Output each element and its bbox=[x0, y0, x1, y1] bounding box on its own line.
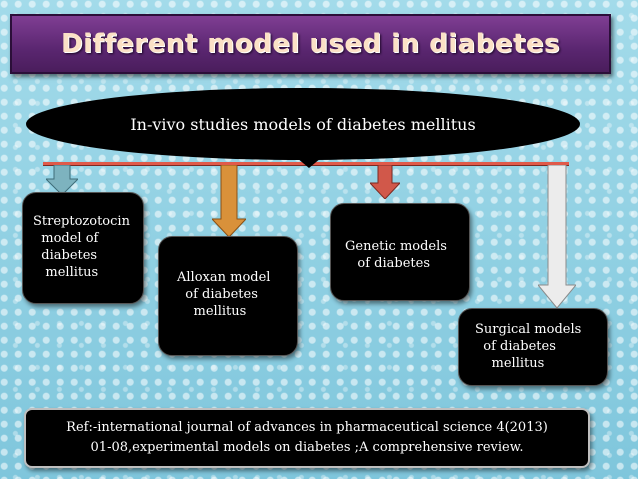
model-label-alloxan: Alloxan model of diabetes mellitus bbox=[177, 270, 271, 319]
model-box-genetic: Genetic models of diabetes bbox=[330, 203, 470, 301]
model-box-alloxan: Alloxan model of diabetes mellitus bbox=[158, 236, 298, 356]
arrow-down-icon-alloxan bbox=[212, 165, 246, 237]
arrow-shape bbox=[212, 165, 246, 237]
root-down-arrow-icon bbox=[297, 152, 321, 168]
reference-line-2: 01-08,experimental models on diabetes ;A… bbox=[90, 440, 524, 455]
arrow-shape bbox=[46, 165, 78, 195]
arrow-down-icon-streptozotocin bbox=[46, 165, 78, 195]
arrow-shape bbox=[538, 165, 576, 308]
model-box-surgical: Surgical models of diabetes mellitus bbox=[458, 308, 608, 386]
reference-line-1: Ref:-international journal of advances i… bbox=[66, 420, 548, 435]
slide-title: Different model used in diabetes bbox=[61, 29, 560, 59]
reference-box: Ref:-international journal of advances i… bbox=[24, 408, 590, 468]
arrow-down-icon-genetic bbox=[370, 165, 400, 199]
arrow-shape bbox=[370, 165, 400, 199]
model-box-streptozotocin: Streptozotocin model of diabetes mellitu… bbox=[22, 192, 144, 304]
root-node: In-vivo studies models of diabetes melli… bbox=[26, 88, 580, 160]
model-label-streptozotocin: Streptozotocin model of diabetes mellitu… bbox=[33, 214, 130, 280]
title-banner: Different model used in diabetes bbox=[10, 14, 611, 74]
root-node-label: In-vivo studies models of diabetes melli… bbox=[130, 114, 476, 134]
model-label-genetic: Genetic models of diabetes bbox=[345, 239, 447, 271]
arrow-down-icon-surgical bbox=[538, 165, 576, 308]
model-label-surgical: Surgical models of diabetes mellitus bbox=[475, 322, 582, 371]
